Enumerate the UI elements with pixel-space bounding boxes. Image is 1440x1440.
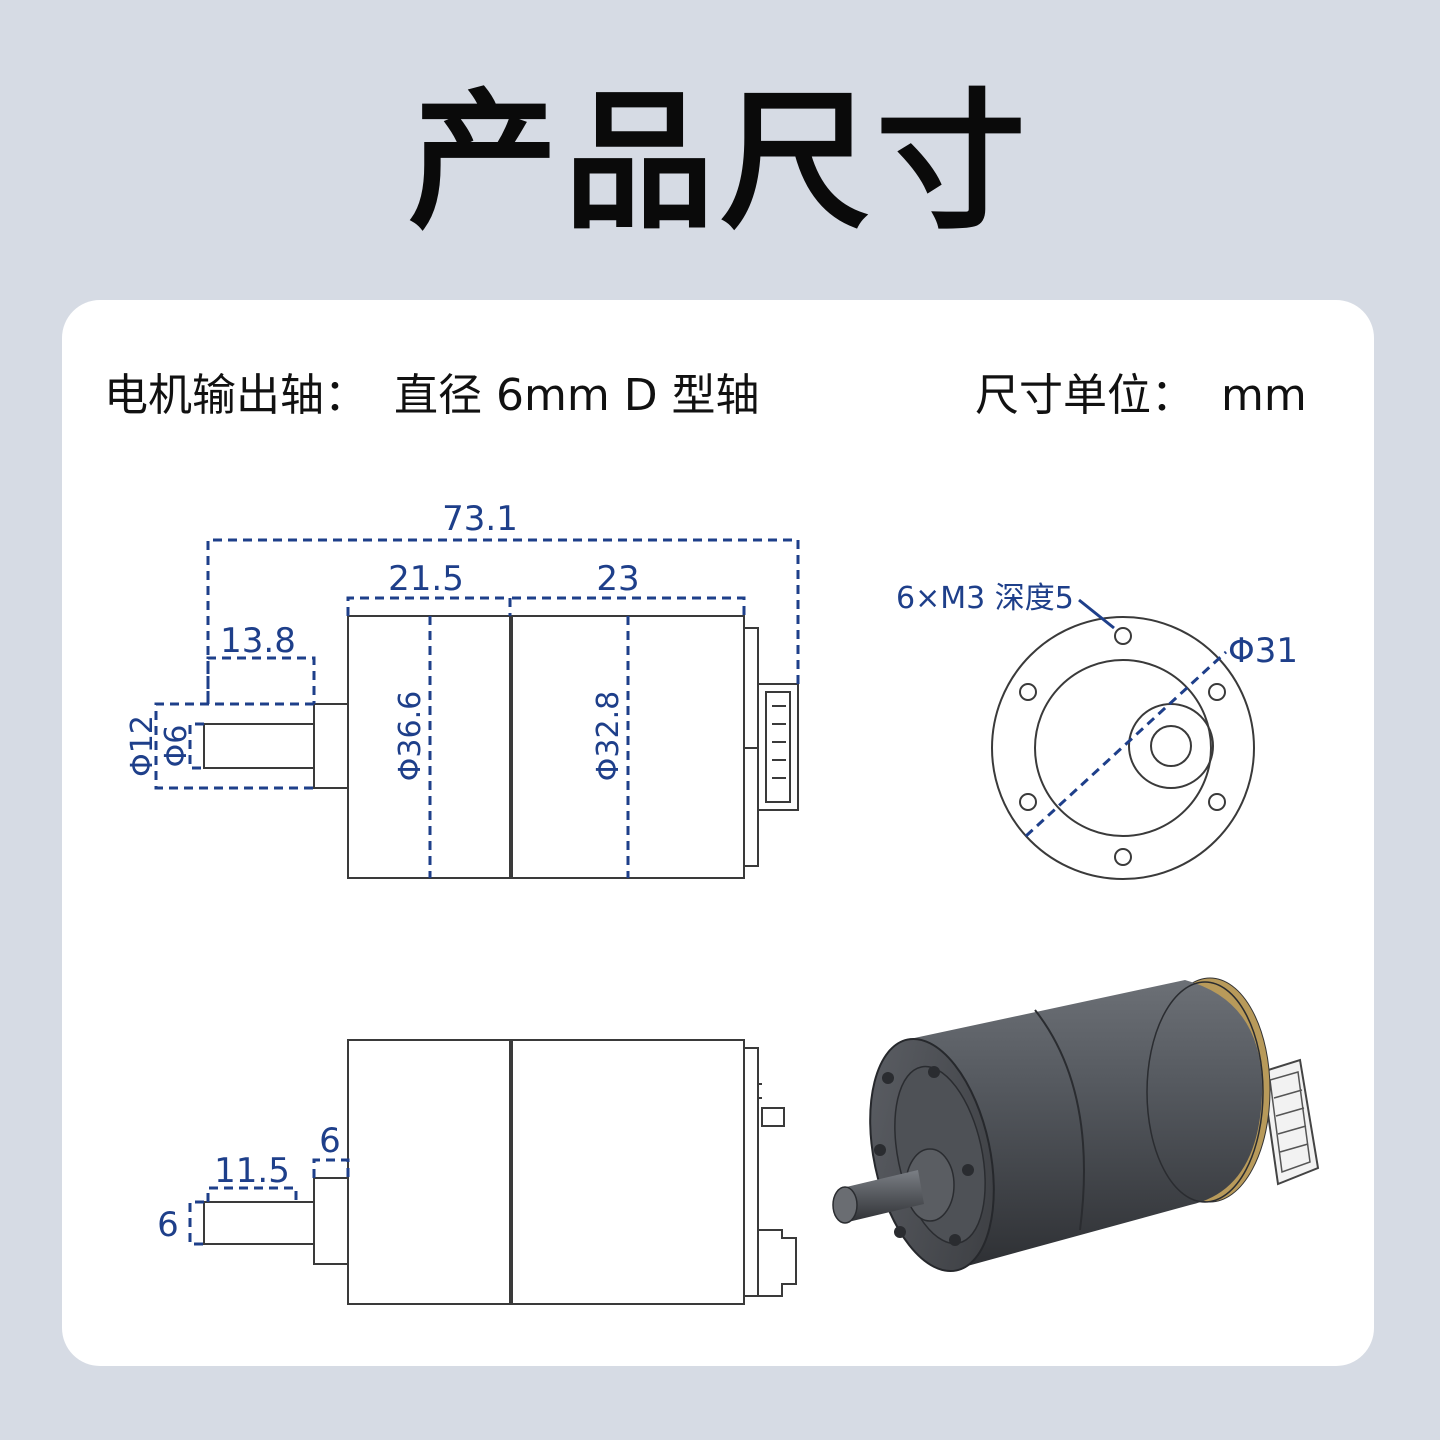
dim-motor-length: 23 (596, 559, 639, 599)
dim-hole-circle: Φ31 (1228, 631, 1298, 671)
dim-gearbox-length: 21.5 (388, 559, 464, 599)
unit-spec-label: 尺寸单位： (975, 370, 1195, 421)
end-view-dimensions (1024, 598, 1228, 838)
shaft-outline (203, 723, 315, 769)
dim-shaft-length: 13.8 (220, 621, 296, 661)
dim-total-length: 73.1 (442, 499, 518, 539)
side-connector-tab (761, 1107, 785, 1127)
mount-hole (1019, 793, 1037, 811)
side-motor-outline (511, 1039, 745, 1305)
side-gearbox-outline (347, 1039, 511, 1305)
mount-hole (1019, 683, 1037, 701)
side-shaft-outline (203, 1201, 315, 1245)
motor-3d-render (832, 977, 1320, 1273)
mount-hole (1114, 627, 1132, 645)
shaft-spec-value: 直径 6mm D 型轴 (394, 370, 760, 421)
dim-side-shaft-length: 11.5 (214, 1151, 290, 1191)
page-title: 产品尺寸 (407, 76, 1032, 250)
boss-outline (313, 703, 349, 789)
shaft-spec: 电机输出轴： 直径 6mm D 型轴 (104, 368, 760, 424)
end-view-outer-circle (991, 616, 1255, 880)
mount-hole (1208, 683, 1226, 701)
end-view-boss-circle (1128, 703, 1214, 789)
dim-gearbox-diameter: Φ36.6 (393, 691, 428, 781)
gearbox-outline (347, 615, 511, 879)
side-connector-outline (758, 1229, 797, 1297)
dim-boss-diameter: Φ12 (125, 715, 160, 777)
shaft-spec-label: 电机输出轴： (104, 370, 368, 421)
unit-spec: 尺寸单位： mm (975, 368, 1307, 424)
motor-outline (511, 615, 745, 879)
end-view-shaft-circle (1150, 725, 1192, 767)
connector-outline (757, 683, 799, 811)
side-boss-outline (313, 1177, 349, 1265)
front-dimensions (154, 538, 800, 878)
dim-shaft-flat: 6 (157, 1205, 179, 1245)
mount-hole (1208, 793, 1226, 811)
side-dimensions (188, 1158, 350, 1246)
unit-spec-value: mm (1221, 370, 1307, 421)
dim-mount-holes: 6×M3 深度5 (896, 581, 1074, 616)
end-view-inner-circle (1034, 659, 1212, 837)
side-view (203, 1039, 797, 1305)
end-view (991, 616, 1255, 880)
mount-hole (1114, 848, 1132, 866)
dim-motor-diameter: Φ32.8 (591, 691, 626, 781)
dim-boss-length: 6 (319, 1121, 341, 1161)
dim-shaft-diameter: Φ6 (159, 725, 194, 768)
